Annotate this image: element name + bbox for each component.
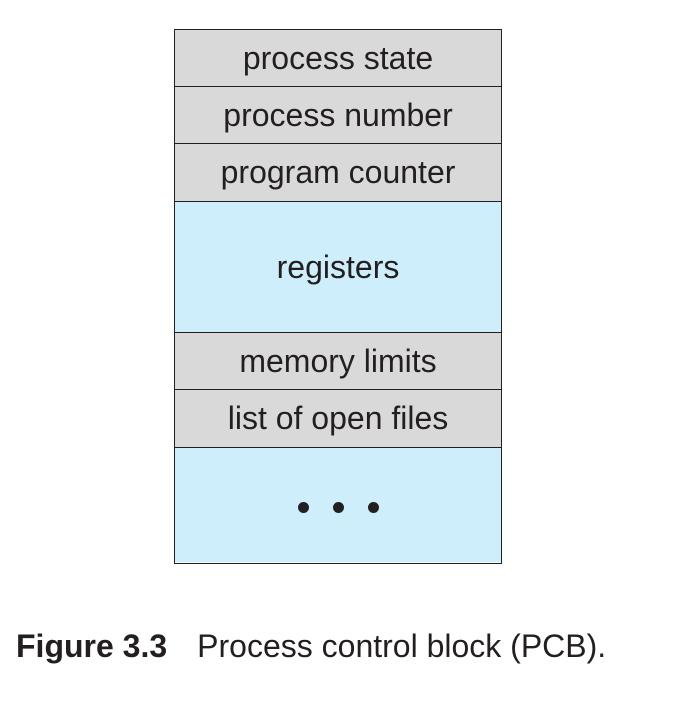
dot-icon xyxy=(367,501,379,513)
field-label: program counter xyxy=(220,154,456,190)
figure-caption: Figure 3.3 Process control block (PCB). xyxy=(16,628,606,665)
field-process-state: process state xyxy=(175,30,501,87)
ellipsis-dots-icon xyxy=(297,501,379,513)
dot-icon xyxy=(297,501,309,513)
field-list-of-open-files: list of open files xyxy=(175,390,501,448)
field-label: list of open files xyxy=(227,400,449,436)
process-control-block-diagram: process state process number program cou… xyxy=(174,29,502,564)
dot-icon xyxy=(332,501,344,513)
field-label: process state xyxy=(242,39,434,76)
field-process-number: process number xyxy=(175,87,501,144)
figure-title: Process control block (PCB). xyxy=(197,628,607,664)
field-label: process number xyxy=(223,96,453,133)
field-label: registers xyxy=(276,248,400,285)
field-memory-limits: memory limits xyxy=(175,333,501,390)
figure-number: Figure 3.3 xyxy=(16,628,168,664)
field-program-counter: program counter xyxy=(175,144,501,202)
field-registers: registers xyxy=(175,202,501,333)
field-continuation xyxy=(175,448,501,562)
field-label: memory limits xyxy=(239,342,437,379)
